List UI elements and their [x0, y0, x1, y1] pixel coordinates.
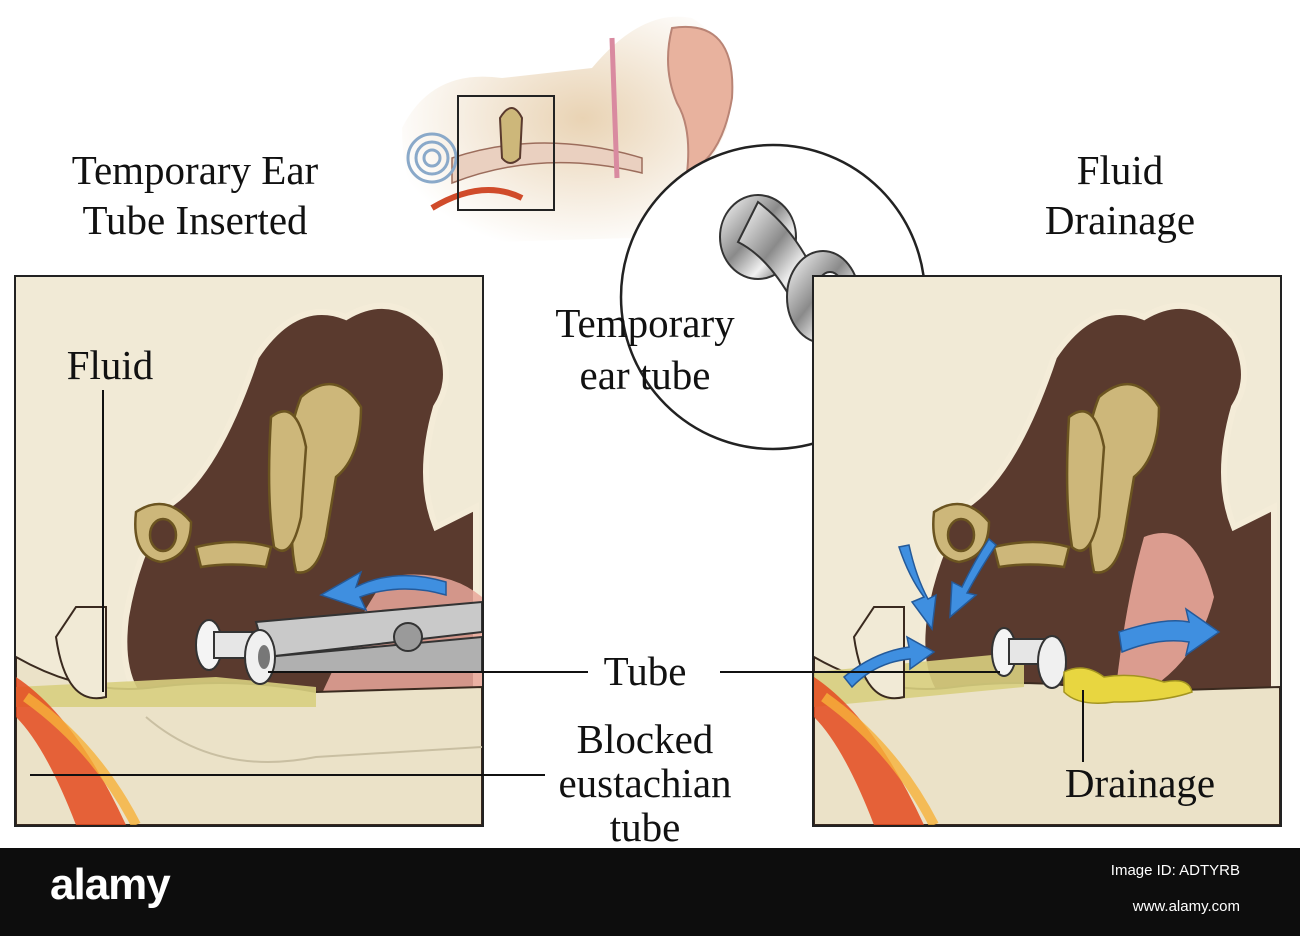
- ear-tube-left-icon: [195, 619, 276, 685]
- tube-callout-line2: ear tube: [579, 352, 711, 398]
- fluid-label: Fluid: [66, 342, 154, 388]
- tube-inserted-panel: [14, 275, 484, 827]
- drainage-arrow-icons: [842, 537, 1221, 689]
- left-heading-line2: Tube Inserted: [82, 197, 308, 243]
- tube-label: Tube: [603, 648, 687, 694]
- ear-overview-illustration: [402, 16, 734, 243]
- watermark-bar: alamy Image ID: ADTYRB www.alamy.com: [0, 848, 1300, 936]
- watermark-image-id: Image ID: ADTYRB: [1110, 862, 1240, 879]
- right-heading-line2: Drainage: [1044, 197, 1196, 243]
- insertion-arrow-icon: [319, 570, 447, 612]
- watermark-logo: alamy: [50, 860, 171, 909]
- fluid-drainage-panel: [812, 275, 1282, 827]
- left-heading-line1: Temporary Ear: [71, 147, 319, 193]
- blocked-eustachian-label-line2: eustachian: [558, 760, 732, 806]
- ear-tube-right-icon: [991, 627, 1067, 689]
- drainage-label: Drainage: [1064, 760, 1216, 806]
- tube-callout-line1: Temporary: [555, 300, 735, 346]
- watermark-url: www.alamy.com: [1132, 898, 1240, 915]
- drainage-fluid: [1063, 667, 1193, 704]
- blocked-eustachian-label-line1: Blocked: [576, 716, 714, 762]
- zoom-box: [457, 95, 555, 211]
- blocked-eustachian-label-line3: tube: [609, 804, 681, 850]
- right-heading-line1: Fluid: [1076, 147, 1164, 193]
